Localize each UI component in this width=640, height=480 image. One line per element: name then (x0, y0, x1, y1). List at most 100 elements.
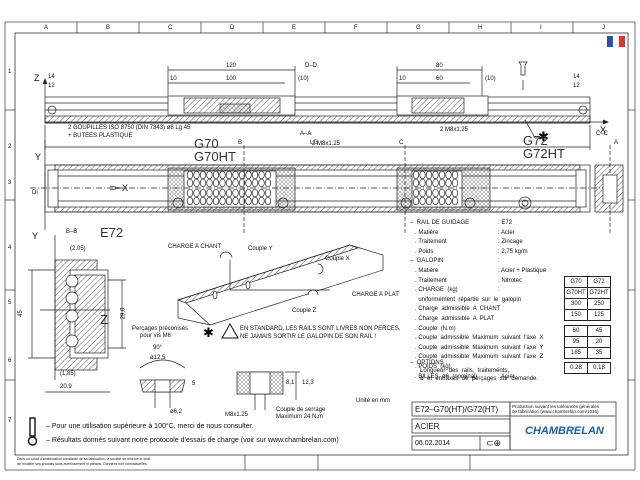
ball (199, 196, 207, 206)
ball (238, 170, 246, 180)
chambrelan-logo: CHAMBRELAN (525, 425, 604, 437)
ball (438, 178, 446, 188)
warning-line-1: EN STANDARD, LES RAILS SONT LIVRES NON P… (240, 326, 401, 332)
dim-10-end-g72: (10) (485, 76, 496, 82)
ball (219, 170, 226, 180)
screws-label-2: 2 M8x1.25 (440, 127, 469, 133)
ball (264, 170, 272, 180)
g72ht-label: G72HT (523, 146, 565, 161)
ball (432, 188, 439, 198)
tolerance-line-2: de fabrication (www.chambrelan.com/1016) (512, 409, 599, 414)
torque-label-2: Maximum 24 N.m (276, 414, 324, 420)
ball (238, 188, 246, 198)
row-6: 6 (8, 358, 12, 364)
ball (451, 188, 459, 198)
drilling-title-1: Perçages préconisés (132, 326, 189, 332)
dim-d12-5: ø12,5 (150, 355, 166, 361)
dim-29-8: 29,8 (120, 307, 127, 320)
ball (412, 196, 420, 206)
dim-120: 120 (226, 63, 237, 69)
row-1: 1 (8, 69, 12, 75)
col-a: A (44, 25, 49, 31)
ball (238, 196, 246, 206)
ball (445, 196, 452, 206)
rail-e72-label: E72 (100, 225, 124, 240)
col-b: B (106, 25, 111, 31)
ball (232, 178, 239, 188)
spec-label: . CHARGE (kg) (410, 287, 458, 294)
col-d: D (230, 25, 235, 31)
dim-10-g70: 10 (170, 76, 177, 82)
material-label: ACIER (415, 422, 440, 431)
ball (219, 196, 226, 206)
ball (238, 178, 246, 188)
ball (212, 170, 220, 180)
disclaimer-line-1: Dans un souci d'amélioration constante d… (17, 457, 151, 461)
ball (206, 178, 213, 188)
spec-value: : Acier (498, 229, 515, 236)
ball (258, 178, 265, 188)
ball (425, 170, 433, 180)
drilling-title-2: pour vis M6 (140, 333, 172, 339)
ball (219, 178, 226, 188)
spec-value: : (498, 364, 500, 370)
col-f: F (354, 25, 358, 31)
ball (251, 188, 259, 198)
drawing-reference: E72–G70(HT)/G72(HT) (415, 405, 499, 414)
spec-label: . Traitement (410, 239, 447, 246)
spec-label: . Matière (410, 268, 439, 274)
spec-label: – RAIL DE GUIDAGE (410, 220, 470, 226)
ball (251, 178, 259, 188)
spec-label: – OPTIONS : (410, 360, 448, 366)
ball (419, 178, 426, 188)
spec-label: . Couple admissible Maximum suivant l'ax… (410, 335, 544, 342)
ball (206, 170, 213, 180)
couple-z-label: Couple Z (292, 308, 317, 314)
spec-label: . BILLES ø6 (nominal) (410, 373, 478, 380)
drawing-date: 06.02.2014 (415, 440, 451, 447)
asterisk-mark: ✱ (538, 129, 549, 144)
charge-chant-label: CHARGE A CHANT (168, 244, 222, 250)
unit-label: Unité en mm (356, 398, 391, 404)
ball (245, 196, 252, 206)
row-7: 7 (8, 418, 12, 424)
spec-label: – GALOPIN (410, 258, 444, 265)
torque-label-1: Couple de serrage (276, 407, 326, 413)
couple-x-label: Couple X (325, 256, 350, 262)
ball (432, 196, 439, 206)
ball (245, 188, 252, 198)
ball (232, 170, 239, 180)
ball (451, 196, 459, 206)
spec-label: . Couple admissible Maximum suivant l'ax… (410, 344, 544, 351)
spec-value: : Nitrotec (498, 277, 523, 284)
dim-12-3: 12,3 (302, 380, 314, 386)
col-h: H (478, 25, 483, 31)
ball (251, 170, 259, 180)
ball (186, 178, 194, 188)
dim-14-right: 14 (573, 74, 580, 80)
row-4: 4 (8, 245, 12, 251)
axis-z-label: Z (34, 73, 40, 83)
ball (186, 188, 194, 198)
ball (212, 196, 220, 206)
ball (225, 178, 233, 188)
section-mark-b: B (238, 140, 243, 146)
g70ht-label: G70HT (194, 149, 236, 164)
spec-value: : Acier (498, 373, 515, 380)
ball (438, 196, 446, 206)
ball (232, 196, 239, 206)
ball (412, 170, 420, 180)
dim-2-05: (2,05) (70, 246, 86, 252)
dim-100: 100 (226, 76, 237, 82)
spec-label: uniformément répartie sur le galopin (410, 296, 522, 303)
dim-60: 60 (436, 76, 443, 82)
projection-symbol-icon: ⊂⊕ (486, 438, 502, 448)
ball (193, 170, 200, 180)
ball (419, 196, 426, 206)
axis-x-label: X (600, 125, 607, 135)
spec-label: . Traitement (410, 277, 447, 284)
